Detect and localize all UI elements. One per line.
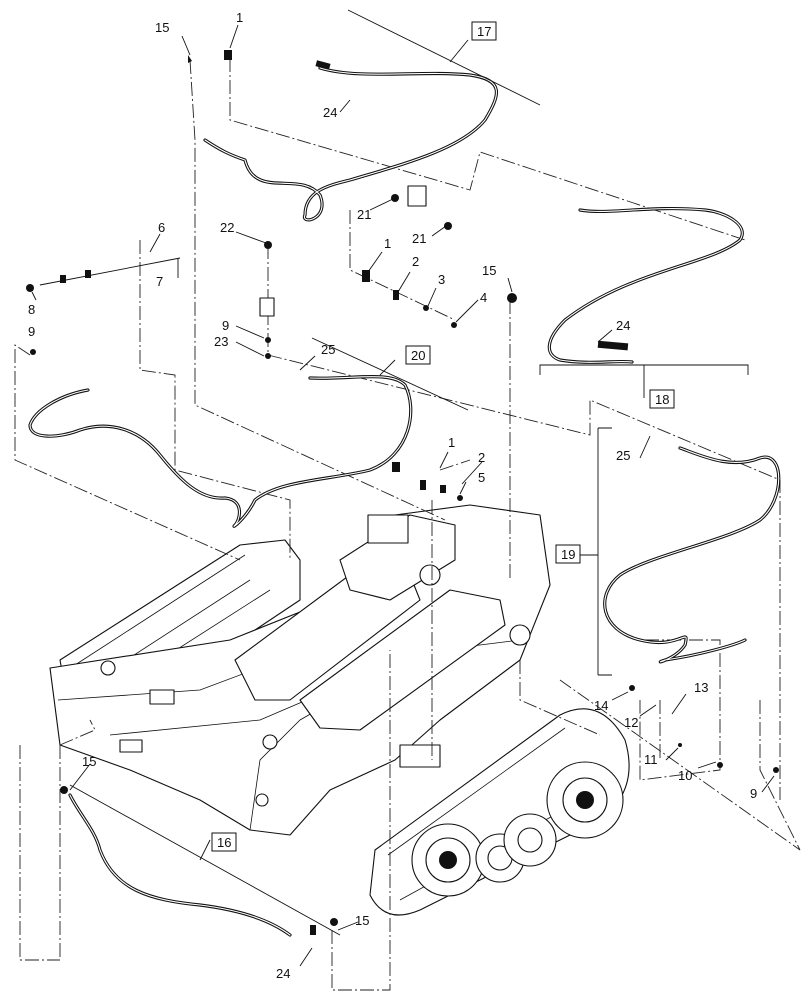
leader-lines [31,24,775,967]
callout-4: 4 [480,290,487,305]
callout-16: 16 [217,835,231,850]
callout-labels: 15 1 24 21 21 1 2 3 4 15 24 22 9 23 25 6… [28,10,757,981]
callout-19: 19 [561,547,575,562]
callout-6: 6 [158,220,165,235]
harness-20 [28,374,413,528]
callout-15: 15 [482,263,496,278]
callout-1: 1 [384,236,391,251]
callout-13: 13 [694,680,708,695]
callout-9: 9 [222,318,229,333]
callout-1: 1 [236,10,243,25]
callout-18: 18 [655,392,669,407]
alignment-lines [14,58,801,991]
tower [339,514,456,601]
callout-9: 9 [750,786,757,801]
bracket-lines [69,9,749,936]
callout-25: 25 [321,342,335,357]
callout-2: 2 [478,450,485,465]
callout-2: 2 [412,254,419,269]
callout-9: 9 [28,324,35,339]
connector-block [407,185,427,207]
boxed-callouts: 17 18 20 19 16 [211,21,675,852]
callout-15: 15 [355,913,369,928]
hardware-parts [26,50,779,935]
lift-arm-right [299,589,506,731]
callout-3: 3 [438,272,445,287]
harness-18 [547,206,744,364]
machine-assembly [49,504,630,916]
callout-24: 24 [323,105,337,120]
callout-1: 1 [448,435,455,450]
callout-5: 5 [478,470,485,485]
callout-24: 24 [616,318,630,333]
callout-24: 24 [276,966,290,981]
callout-7: 7 [156,274,163,289]
callout-11: 11 [644,752,658,767]
callout-17: 17 [477,24,491,39]
harness-19 [603,446,781,664]
callout-12: 12 [624,715,638,730]
callout-25: 25 [616,448,630,463]
callout-21: 21 [412,231,426,246]
callout-23: 23 [214,334,228,349]
callout-8: 8 [28,302,35,317]
callout-20: 20 [411,348,425,363]
callout-14: 14 [594,698,608,713]
harness-17 [203,60,499,222]
callout-21: 21 [357,207,371,222]
harness-16 [68,793,292,937]
callout-15: 15 [155,20,169,35]
callout-10: 10 [678,768,692,783]
callout-22: 22 [220,220,234,235]
callout-15: 15 [82,754,96,769]
